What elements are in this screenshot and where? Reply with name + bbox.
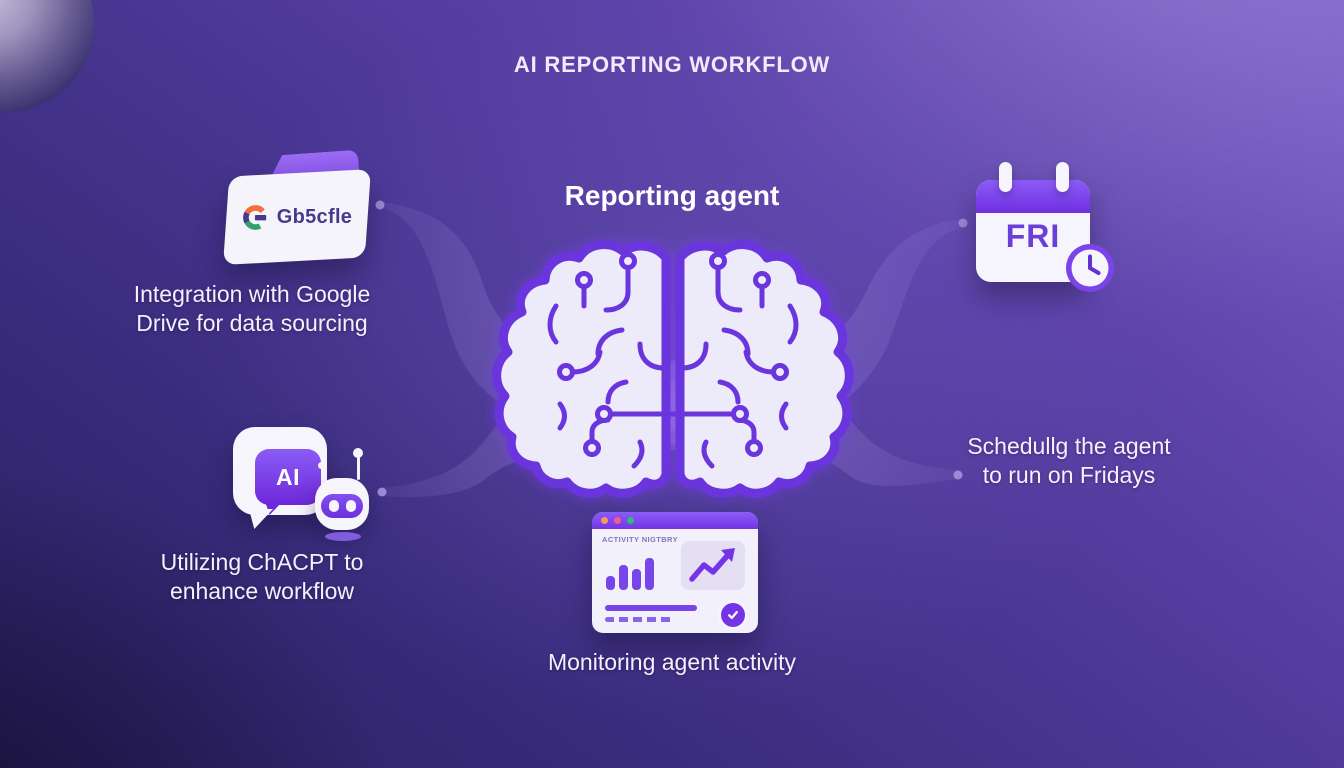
bar: [645, 558, 654, 590]
friday-calendar-icon: FRI: [976, 156, 1116, 298]
bar-chart-icon: [606, 558, 662, 590]
robot-antenna-right: [357, 456, 360, 480]
window-titlebar: [592, 512, 758, 529]
brain-crossbar: [595, 405, 749, 423]
monitor-caption: Monitoring agent activity: [547, 649, 796, 675]
endpoint-dot-chat: [377, 487, 387, 497]
calendar-ring: [999, 162, 1012, 192]
folder-label: Gb5cfle: [276, 205, 353, 228]
robot-antenna-left: [321, 470, 324, 480]
bar: [606, 576, 615, 590]
bar: [632, 569, 641, 590]
chat-caption: Utilizing ChACPT to enhance workflow: [160, 549, 364, 604]
robot-eye: [345, 500, 356, 512]
bar: [619, 565, 628, 590]
trend-arrow-icon: [689, 547, 735, 582]
drive-caption: Integration with Google Drive for data s…: [133, 281, 371, 336]
brain-circuit-icon: [492, 245, 850, 494]
endpoint-dot-calendar: [958, 218, 968, 228]
calendar-header: [976, 180, 1090, 213]
robot-antenna-left-tip: [318, 462, 325, 469]
schedule-caption: Schedullg the agent to run on Fridays: [967, 433, 1171, 488]
ai-bubble-label: AI: [276, 463, 300, 490]
reporting-agent-label: Reporting agent: [564, 180, 780, 211]
activity-monitor-icon: ACTIVITY NIGTBRY: [592, 512, 758, 633]
page-title: AI REPORTING WORKFLOW: [513, 52, 831, 77]
calendar-ring: [1056, 162, 1069, 192]
window-dot-pink: [614, 517, 621, 524]
dashed-text-line: [605, 617, 673, 622]
clock-icon: [1066, 244, 1114, 292]
robot-visor: [321, 494, 363, 518]
window-dot-orange: [601, 517, 608, 524]
folder-front: Gb5cfle: [226, 173, 368, 261]
check-badge-icon: [721, 603, 745, 627]
endpoint-dot-drive: [375, 200, 385, 210]
speech-bubble: AI: [233, 427, 327, 515]
robot-head-icon: [315, 478, 369, 530]
robot-eye: [328, 500, 339, 512]
text-line: [605, 605, 697, 611]
connector-endpoints: [375, 200, 968, 497]
google-drive-folder-icon: Gb5cfle: [222, 148, 382, 268]
ai-chatbot-icon: AI: [225, 420, 395, 550]
calendar-day-label: FRI: [1005, 218, 1061, 254]
window-title: ACTIVITY NIGTBRY: [602, 535, 678, 544]
window-dot-green: [627, 517, 634, 524]
google-g-icon: [242, 204, 268, 230]
robot-base: [325, 532, 361, 541]
robot-antenna-right-tip: [353, 448, 363, 458]
trend-panel: [681, 541, 745, 590]
endpoint-dot-schedule: [953, 470, 963, 480]
ai-bubble: AI: [255, 449, 321, 505]
